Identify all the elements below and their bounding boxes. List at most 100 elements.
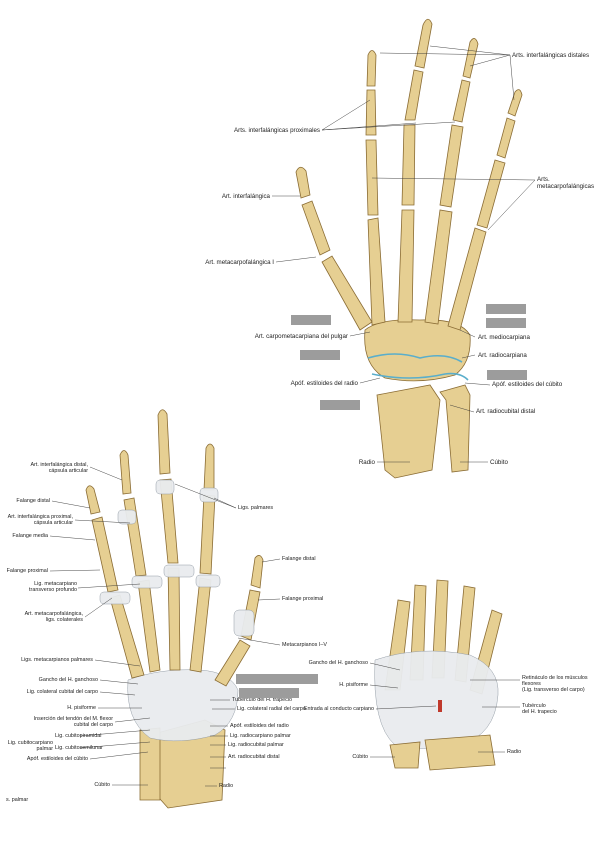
label-ulna-left: Cúbito [94,782,110,788]
left-f3-distal [157,409,171,475]
top-f5-middle [496,117,516,159]
right-ulna-bone [389,741,421,769]
label-pip-capsule: Art. interfalángica proximal, cápsula ar… [7,514,73,526]
top-thumb-distal [295,166,311,199]
label-proximal-phalanx-left: Falange proximal [6,568,48,574]
top-ulna-bone [439,384,471,473]
masked-label-7 [236,674,318,684]
top-metacarpal-4 [424,209,453,325]
top-f4-middle [452,79,471,123]
top-f5-distal [507,89,523,117]
label-fcu-insertion: Inserción del tendón del M. flexor cubit… [33,716,113,728]
label-radius-styloid-top: Apóf. estiloides del radio [290,380,358,387]
left-f5-distal [85,485,101,515]
label-pisiform-right: H. pisiforme [339,682,368,688]
label-palmar-radiocarpal: Lig. radiocarpiano palmar [230,733,291,739]
label-trapezium-tubercle-right: Tubérculo del H. trapecio [522,703,557,715]
right-tunnel-marker [438,700,442,712]
leader-lines [49,45,536,787]
label-deep-transverse: Lig. metacarpiano transverso profundo [29,581,77,593]
top-f5-proximal [476,159,506,229]
label-palmar-radioulnar: Lig. radiocubital palmar [228,742,284,748]
left-f4-proximal [123,497,147,577]
label-distal-phalanx-left: Falange distal [16,498,50,504]
left-metacarpal-3 [167,567,181,671]
label-radial-collateral: Lig. colateral radial del carpo [237,706,306,712]
label-trapezium-tubercle-left: Tubérculo del H. trapecio [232,697,293,703]
label-ulnocarpal-group: Lig. cubitocarpiano palmar [7,740,53,752]
label-palmar-ligs: Ligs. palmares [238,505,274,511]
masked-label-1 [291,315,331,325]
label-ulnolunate: Lig. cubitosemilunar [55,745,103,751]
caption-palmar: s. palmar [6,797,29,803]
top-hand-skeleton [295,18,523,479]
left-capsule-3 [163,564,195,578]
label-mcp-joints: Arts. metacarpofalángicas [537,176,595,190]
left-capsule-5 [117,509,137,525]
top-joint-line [367,353,463,363]
label-midcarpal-joint: Art. mediocarpiana [478,334,530,341]
top-thumb-proximal [301,200,331,256]
label-ulnotriquetral: Lig. cubitopiramidal [55,733,102,739]
left-capsule-8 [233,609,255,637]
left-f5-proximal [91,516,119,593]
label-dip-capsule: Art. interfalángica distal, cápsula arti… [30,462,88,474]
label-distal-ip-joints: Arts. interfalángicas distales [512,52,590,59]
left-capsule-7 [199,487,219,503]
right-radius-bone [424,734,496,771]
left-capsule-2 [131,575,163,589]
top-f4-distal [462,38,479,79]
right-retinaculum [374,650,499,749]
label-cmc-thumb: Art. carpometacarpiana del pulgar [254,333,348,340]
label-ulnar-collateral: Lig. colateral cubital del carpo [26,689,98,695]
left-capsule-1 [99,591,131,605]
left-f4-distal [119,450,132,495]
masked-label-3 [486,318,526,328]
top-f3-distal [414,18,433,69]
label-ulna-right: Cúbito [352,754,368,760]
top-metacarpal-3 [397,209,415,323]
left-metacarpal-5 [109,594,145,679]
label-mcp-collateral: Art. metacarpofalángica, ligs. colateral… [24,611,83,623]
left-hand-palmar [85,409,264,809]
top-metacarpal-2 [367,217,386,326]
left-metacarpal-2 [189,577,212,673]
left-capsule-6 [155,479,175,495]
label-hook-hamate-left: Gancho del H. ganchoso [38,677,98,683]
top-f3-proximal [401,124,416,206]
label-ulna-top: Cúbito [490,459,508,466]
label-metacarpals: Metacarpianos I–V [282,642,327,648]
left-capsule-4 [195,574,221,588]
label-proximal-ip-joints: Arts. interfalángicas proximales [234,127,320,134]
masked-label-4 [300,350,340,360]
left-f3-proximal [159,478,179,564]
label-radius-styloid-left: Apóf. estiloides del radio [230,723,289,729]
label-palmar-metacarpal: Ligs. metacarpianos palmares [21,657,93,663]
masked-label-8 [239,688,299,698]
label-radius-left: Radio [219,783,234,789]
label-distal-radioulnar-left: Art. radiocubital distal [228,754,280,760]
label-hook-hamate-right: Gancho del H. ganchoso [308,660,368,666]
right-hand-tunnel [374,579,503,771]
label-distal-phalanx-right: Falange distal [282,556,316,562]
left-metacarpal-4 [137,579,161,673]
top-f2-middle [365,89,377,136]
label-carpal-tunnel-entry: Entrada al conducto carpiano [303,706,374,712]
top-f4-proximal [439,124,464,208]
label-radius-right: Radio [507,749,522,755]
top-radiocarpal-line [371,372,469,381]
left-f2-proximal [199,494,216,575]
label-middle-phalanx: Falange media [12,533,48,539]
label-proximal-phalanx-right: Falange proximal [282,596,324,602]
label-radiocarpal-joint: Art. radiocarpiana [478,352,527,359]
top-metacarpal-5 [447,227,487,331]
top-f2-distal [366,50,377,87]
left-thumb-distal [250,555,264,589]
top-f3-middle [404,69,424,121]
label-distal-radioulnar-top: Art. radiocubital distal [476,408,536,415]
left-metacarpal-1 [214,639,251,687]
label-retinaculum: Retináculo de los músculos flexores (Lig… [522,675,588,693]
left-f2-distal [203,443,215,491]
top-f2-proximal [365,139,379,216]
